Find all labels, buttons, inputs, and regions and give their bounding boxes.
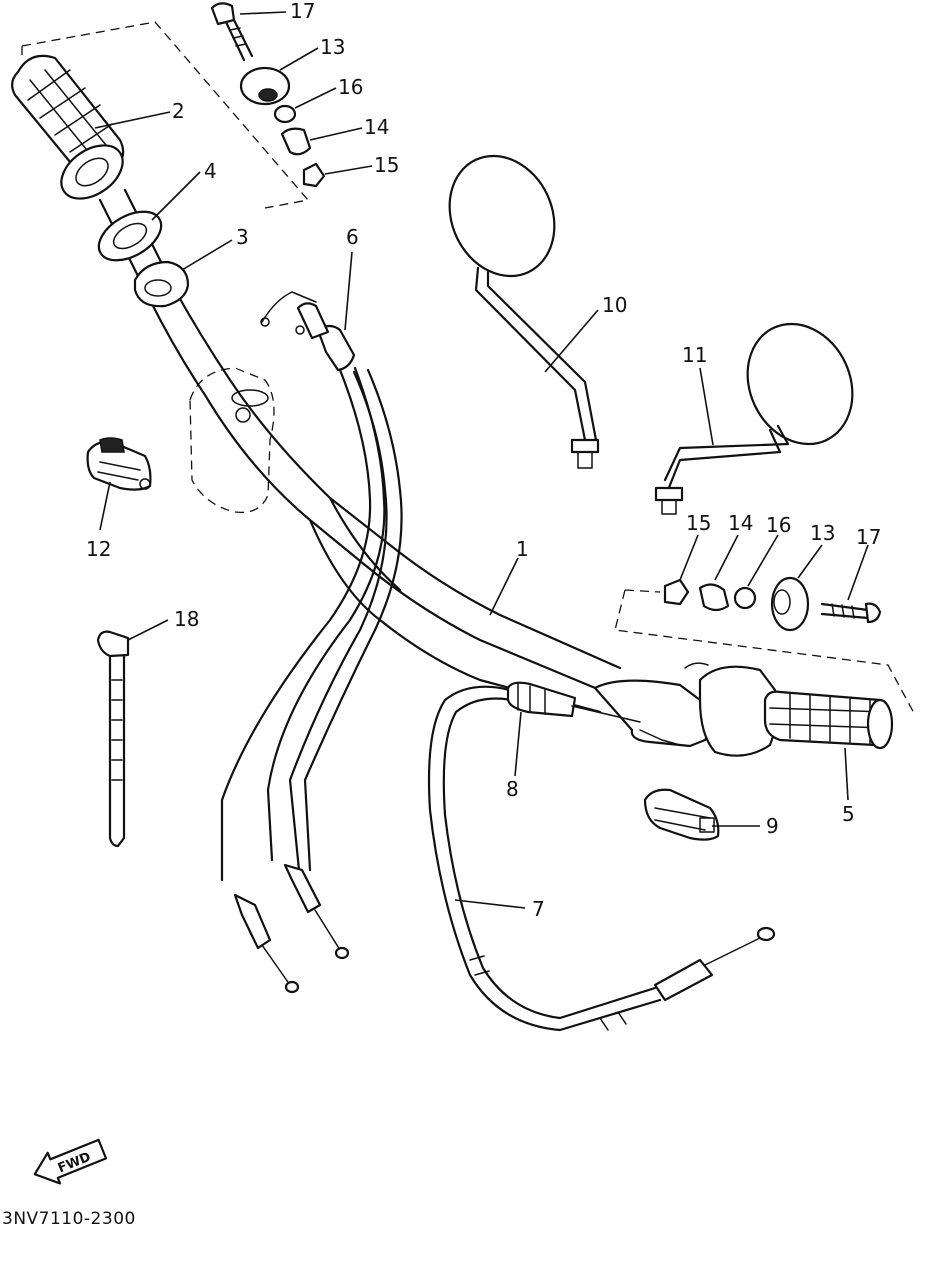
- callout-1: 1: [516, 537, 529, 561]
- callout-5: 5: [842, 802, 855, 826]
- upper-washer-16: [273, 104, 297, 124]
- callout-4: 4: [204, 159, 217, 183]
- upper-assembly-box: [21, 21, 310, 209]
- forward-direction-arrow: FWD: [33, 1138, 108, 1185]
- upper-fastener-stack: [210, 2, 326, 188]
- callout-8: 8: [506, 777, 519, 801]
- left-lever-holder: [189, 367, 275, 514]
- right-fastener-stack: [663, 576, 882, 632]
- clutch-cable: [427, 685, 776, 1032]
- right-grip: [763, 690, 894, 750]
- right-mirror: [654, 322, 854, 515]
- callout-6: 6: [346, 225, 359, 249]
- callout-11: 11: [682, 343, 707, 367]
- callout-17-upper: 17: [290, 0, 315, 23]
- callout-14-right: 14: [728, 511, 753, 535]
- cable-tie: [96, 630, 130, 848]
- callout-14-upper: 14: [364, 115, 389, 139]
- callout-13-right: 13: [810, 521, 835, 545]
- callout-15-upper: 15: [374, 153, 399, 177]
- left-clamp: [133, 260, 190, 308]
- upper-bolt-17: [210, 2, 236, 26]
- upper-nut-15: [302, 162, 326, 188]
- callout-7: 7: [532, 897, 545, 921]
- right-washer-16: [733, 586, 757, 610]
- right-nut-15: [663, 578, 690, 606]
- right-switch: [643, 788, 720, 841]
- right-collar-14: [698, 583, 730, 612]
- callout-15-right: 15: [686, 511, 711, 535]
- callout-labels: 17 13 16 14 15 2 4 3 6 10 11 12 1 15 14 …: [86, 0, 881, 921]
- right-assembly-box: [614, 589, 916, 716]
- left-grip: [11, 54, 125, 200]
- right-bolt-17: [864, 602, 882, 624]
- callout-16-upper: 16: [338, 75, 363, 99]
- leader-lines: [94, 11, 869, 909]
- callout-17-right: 17: [856, 525, 881, 549]
- right-lever-holder: [593, 662, 778, 757]
- upper-collar-14: [280, 127, 312, 156]
- callout-9: 9: [766, 814, 779, 838]
- left-switch: [86, 437, 152, 491]
- callout-18: 18: [174, 607, 199, 631]
- callout-13-upper: 13: [320, 35, 345, 59]
- left-mirror: [448, 154, 600, 469]
- callout-2: 2: [172, 99, 185, 123]
- part-code: 3NV7110-2300: [2, 1209, 136, 1229]
- clutch-adjuster: [506, 681, 641, 723]
- callout-10: 10: [602, 293, 627, 317]
- callout-3: 3: [236, 225, 249, 249]
- left-collar: [97, 210, 163, 262]
- callout-12: 12: [86, 537, 111, 561]
- callout-16-right: 16: [766, 513, 791, 537]
- throttle-cables: [220, 291, 403, 994]
